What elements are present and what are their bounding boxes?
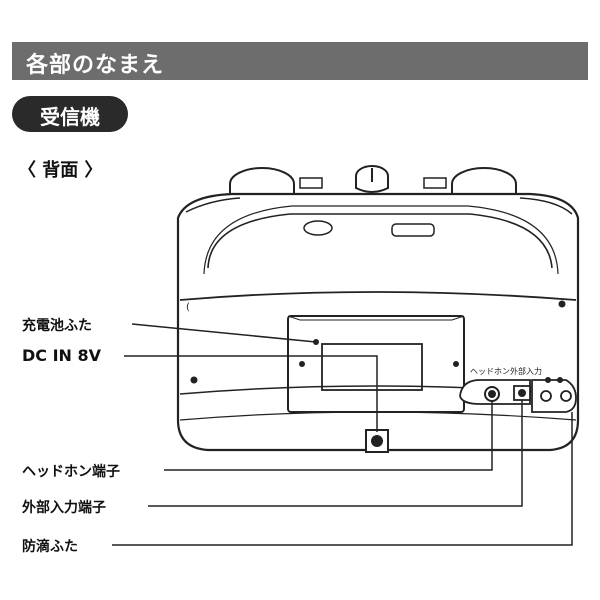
- leader-headphone: [164, 402, 493, 471]
- battery-cover: [287, 315, 465, 413]
- top-bowl: [207, 213, 553, 269]
- leader-external-input: [148, 400, 523, 507]
- callout-external-input: 外部入力端子: [22, 500, 106, 516]
- external-small-label: 外部入力: [510, 366, 542, 376]
- left-tag: [299, 177, 323, 189]
- callout-headphone-jack: ヘッドホン端子: [22, 464, 120, 480]
- leader-battery-cover: [131, 323, 317, 343]
- back-panel-top: [179, 291, 577, 301]
- right-tag: [423, 177, 447, 189]
- battery-cover-window: [321, 343, 423, 391]
- callout-battery-cover: 充電池ふた: [22, 318, 92, 334]
- headphone-small-label: ヘッドホン: [470, 367, 510, 376]
- dc-in-jack: [365, 429, 389, 453]
- section-header-bar: 各部のなまえ: [12, 42, 588, 80]
- leader-waterproof-cover: [112, 412, 573, 546]
- callout-dc-in: DC IN 8V: [22, 346, 102, 365]
- view-label: 〈 背面 〉: [18, 160, 103, 181]
- waterproof-cover: [531, 379, 577, 413]
- leader-dc-in: [124, 355, 378, 432]
- page-title: 各部のなまえ: [26, 53, 165, 78]
- center-knob: [355, 165, 389, 193]
- section-pill: 受信機: [12, 96, 128, 132]
- section-label: 受信機: [40, 105, 100, 129]
- svg-text:(: (: [186, 302, 190, 313]
- top-rim: [185, 197, 573, 215]
- callout-waterproof-cover: 防滴ふた: [22, 539, 78, 555]
